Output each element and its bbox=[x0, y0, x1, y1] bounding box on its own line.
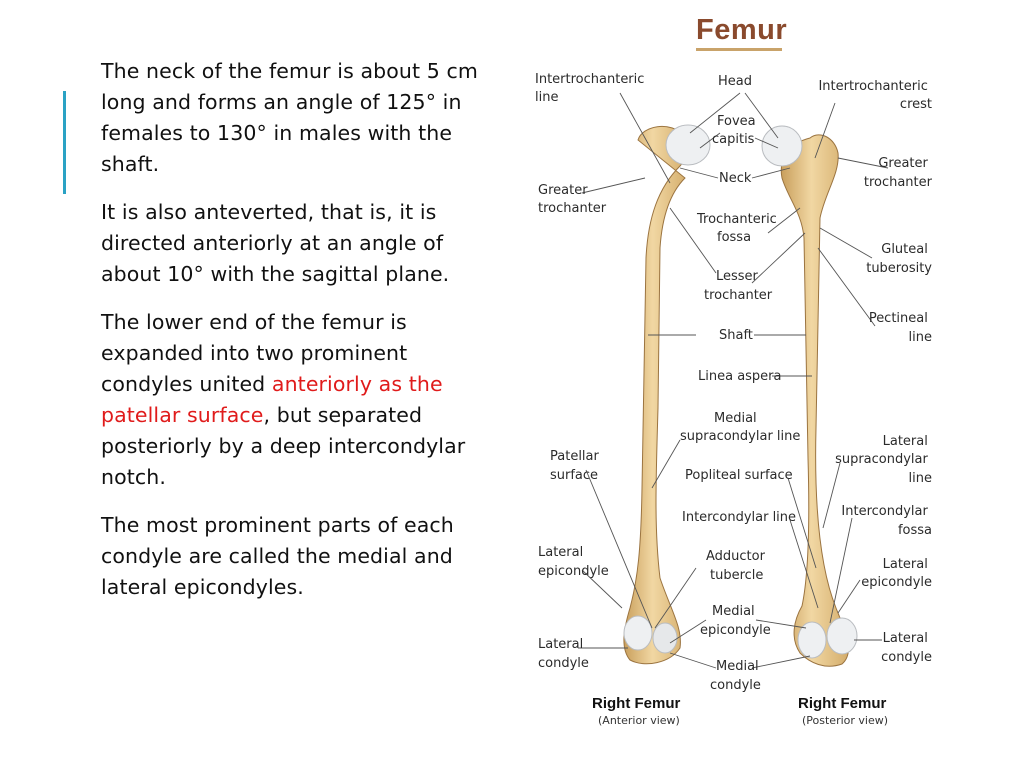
anterior-head bbox=[665, 124, 711, 166]
label-lateral-epicondyle-right: Lateral epicondyle bbox=[861, 557, 932, 590]
figure-captions: Right Femur (Anterior view) Right Femur … bbox=[592, 695, 888, 727]
label-patellar-surface: Patellar surface bbox=[550, 449, 603, 483]
paragraph-lower-end-start: The lower end of the femur is expanded i… bbox=[101, 310, 408, 396]
posterior-lateral-condyle bbox=[826, 617, 858, 655]
label-intertrochanteric-line: Intertrochanteric line bbox=[535, 72, 649, 105]
label-medial-supracondylar-line: Medial supracondylar line bbox=[680, 411, 800, 444]
label-lesser-trochanter: Lesser trochanter bbox=[704, 269, 773, 303]
caption-anterior-title: Right Femur bbox=[592, 695, 680, 712]
label-adductor-tubercle: Adductor tubercle bbox=[706, 549, 769, 583]
label-lateral-condyle-left: Lateral condyle bbox=[538, 637, 589, 671]
figure-labels: Intertrochanteric line Head Intertrochan… bbox=[535, 72, 933, 693]
paragraph-neck-angle: The neck of the femur is about 5 cm long… bbox=[101, 59, 478, 176]
label-lateral-condyle-right: Lateral condyle bbox=[881, 631, 932, 665]
label-linea-aspera: Linea aspera bbox=[698, 369, 782, 384]
anterior-patellar-surface bbox=[652, 622, 678, 654]
femur-illustration: Intertrochanteric line Head Intertrochan… bbox=[535, 72, 933, 727]
anterior-lateral-condyle bbox=[623, 615, 653, 651]
highlight-patellar-surface: anteriorly as the patellar surface bbox=[101, 372, 443, 427]
leader-lines bbox=[578, 92, 889, 669]
posterior-femur bbox=[761, 125, 858, 667]
label-medial-epicondyle: Medial epicondyle bbox=[700, 604, 771, 638]
accent-bar bbox=[63, 91, 66, 194]
caption-posterior-title: Right Femur bbox=[798, 695, 886, 712]
label-fovea-capitis: Fovea capitis bbox=[712, 114, 760, 147]
label-lateral-supracondylar-line: Lateral supracondylar line bbox=[835, 434, 932, 486]
figure-title-underline bbox=[696, 48, 782, 51]
label-greater-trochanter-left: Greater trochanter bbox=[538, 183, 607, 216]
paragraph-epicondyles: The most prominent parts of each condyle… bbox=[101, 513, 454, 599]
paragraph-anteversion: It is also anteverted, that is, it is di… bbox=[101, 200, 450, 286]
label-intercondylar-line: Intercondylar line bbox=[682, 510, 796, 525]
anterior-femur bbox=[623, 124, 711, 665]
label-pectineal-line: Pectineal line bbox=[869, 311, 932, 345]
label-shaft: Shaft bbox=[719, 328, 753, 343]
posterior-medial-condyle bbox=[797, 621, 827, 659]
caption-posterior-view: (Posterior view) bbox=[802, 714, 888, 727]
label-head: Head bbox=[718, 74, 752, 89]
label-medial-condyle: Medial condyle bbox=[710, 659, 763, 693]
figure-title: Femur bbox=[696, 14, 788, 46]
label-neck: Neck bbox=[719, 171, 752, 186]
label-lateral-epicondyle-left: Lateral epicondyle bbox=[538, 545, 609, 579]
caption-anterior-view: (Anterior view) bbox=[598, 714, 680, 727]
label-gluteal-tuberosity: Gluteal tuberosity bbox=[866, 242, 932, 276]
label-popliteal-surface: Popliteal surface bbox=[685, 468, 793, 483]
label-greater-trochanter-right: Greater trochanter bbox=[864, 156, 933, 190]
paragraph-lower-end: The lower end of the femur is expanded i… bbox=[101, 307, 486, 493]
posterior-head bbox=[761, 125, 803, 167]
paragraph-lower-end-end: , but separated posteriorly by a deep in… bbox=[101, 403, 466, 489]
femur-figure: Femur bbox=[520, 8, 940, 746]
text-content: The neck of the femur is about 5 cm long… bbox=[101, 56, 486, 620]
label-trochanteric-fossa: Trochanteric fossa bbox=[696, 212, 781, 245]
label-intertrochanteric-crest: Intertrochanteric crest bbox=[818, 79, 932, 112]
label-intercondylar-fossa: Intercondylar fossa bbox=[841, 504, 932, 538]
